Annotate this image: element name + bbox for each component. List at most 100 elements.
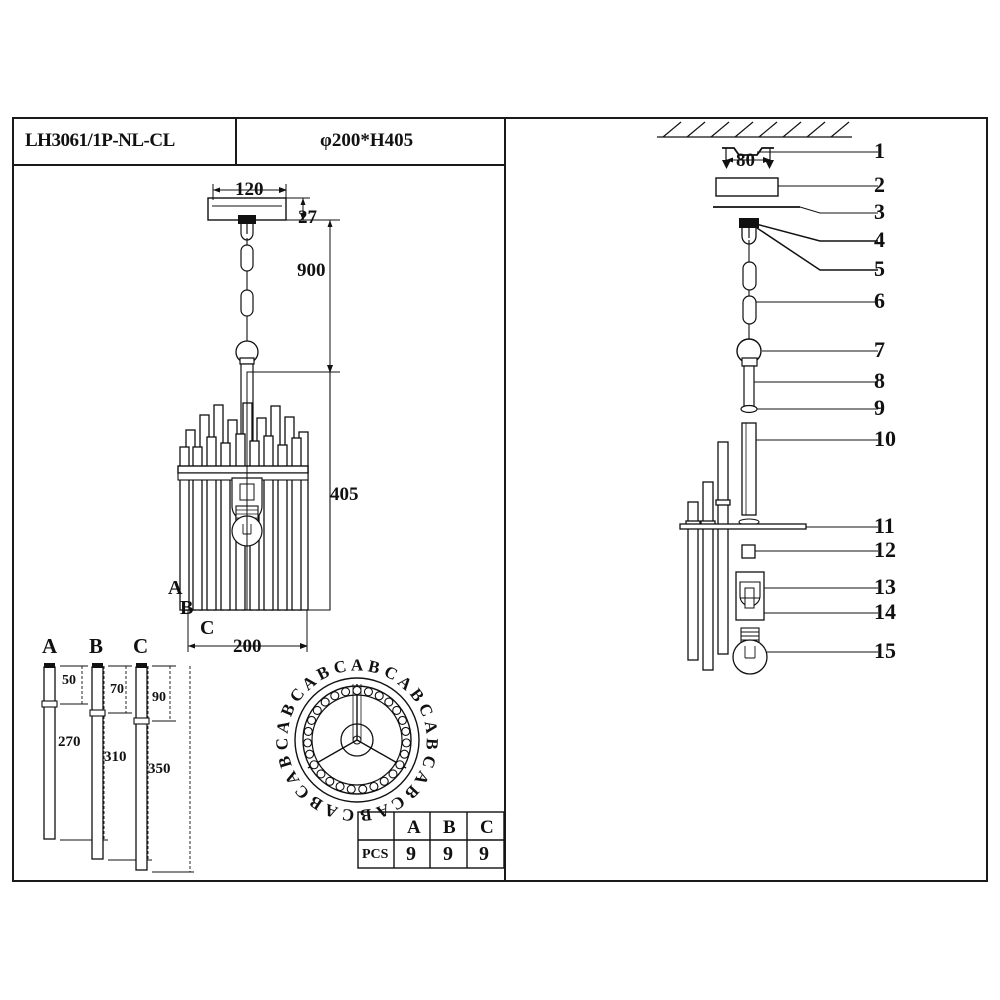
callout-6: 6 <box>874 288 885 313</box>
ring-hole <box>397 715 408 725</box>
callout-11: 11 <box>874 513 895 538</box>
title-block <box>13 118 506 881</box>
pcs-count-a: 9 <box>406 843 416 865</box>
rod-c-top-dim: 90 <box>152 690 166 705</box>
crossbar <box>679 518 878 530</box>
callout-7: 7 <box>874 337 885 362</box>
ring-letter: C <box>272 737 292 752</box>
dimension-body-height <box>246 371 331 611</box>
dimension-chain-drop <box>286 219 340 373</box>
ring-hole <box>306 715 317 725</box>
pcs-table <box>357 811 505 869</box>
pcs-row-header: PCS <box>362 847 389 862</box>
ring-hole <box>316 769 326 779</box>
ring-hole <box>303 738 313 748</box>
exploded-assembly-view <box>657 121 878 675</box>
dim-mount-spacing-label: 80 <box>736 150 755 171</box>
ring-hole <box>384 697 394 707</box>
callout-12: 12 <box>874 537 896 562</box>
main-rod-label-a: A <box>168 577 183 599</box>
ring-hole <box>399 749 409 759</box>
ceiling-hatch <box>657 121 852 138</box>
ring-hole <box>374 691 384 701</box>
ring-hole <box>369 781 379 792</box>
ring-hole <box>358 784 368 794</box>
callout-14: 14 <box>874 599 896 624</box>
pcs-count-c: 9 <box>479 843 489 865</box>
main-front-elevation <box>177 184 340 652</box>
suspension-loop <box>736 338 878 367</box>
chain-link-group <box>742 240 878 340</box>
chain-assembly <box>235 238 259 365</box>
ring-hole <box>303 726 313 736</box>
rod-detail-label-b: B <box>89 634 104 658</box>
ring-hole <box>312 705 322 715</box>
callout-9: 9 <box>874 395 885 420</box>
rod-detail-label-a: A <box>42 634 58 658</box>
product-dimensions: φ200*H405 <box>320 130 414 151</box>
light-bulb <box>732 627 878 675</box>
pcs-col-b: B <box>443 817 456 838</box>
ring-top-view <box>294 677 420 803</box>
rod-b-top-dim: 70 <box>110 682 124 697</box>
ring-letter: B <box>358 804 373 825</box>
model-code: LH3061/1P-NL-CL <box>25 130 175 151</box>
rod-a-total-dim: 270 <box>58 734 81 750</box>
ring-hole <box>388 769 398 779</box>
dim-body-width-label: 200 <box>233 636 262 657</box>
chain-hook-assembly <box>739 218 878 271</box>
exploded-crystal-rods <box>685 441 731 671</box>
rod-a-top-dim: 50 <box>62 673 76 688</box>
ring-hole <box>309 760 319 770</box>
canopy-hook <box>240 224 254 241</box>
support-rod <box>743 365 878 407</box>
ring-hole <box>330 691 340 701</box>
rod-b-total-dim: 310 <box>104 749 127 765</box>
ring-hole <box>320 697 330 707</box>
ring-hole <box>392 705 402 715</box>
canopy-cover <box>715 177 878 197</box>
ring-hole <box>305 749 315 759</box>
ring-letter: B <box>422 738 442 751</box>
callout-4: 4 <box>874 227 885 252</box>
callout-15: 15 <box>874 638 896 663</box>
rod-c-total-dim: 350 <box>148 761 171 777</box>
socket-housing <box>735 571 878 621</box>
ring-hole <box>363 687 373 697</box>
pcs-col-a: A <box>407 817 421 838</box>
sheet-border <box>12 117 988 882</box>
callout-1: 1 <box>874 138 885 163</box>
ring-letter: C <box>341 804 356 825</box>
ring-hole <box>401 726 411 736</box>
dimension-canopy-width <box>212 184 287 200</box>
rod-detail-c <box>133 663 194 873</box>
dim-chain-drop-label: 900 <box>297 260 326 281</box>
pcs-count-b: 9 <box>443 843 453 865</box>
ring-letter: A <box>350 655 364 675</box>
pcs-col-c: C <box>480 817 494 838</box>
callout-8: 8 <box>874 368 885 393</box>
rod-detail-b <box>89 663 152 861</box>
ring-hole <box>379 776 389 786</box>
main-rod-label-c: C <box>200 617 215 639</box>
spacer-block <box>741 544 878 559</box>
ring-hole <box>395 760 405 770</box>
dim-canopy-height-label: 27 <box>298 207 317 228</box>
dimension-body-width <box>187 610 308 652</box>
ring-hole <box>401 738 411 748</box>
callout-13: 13 <box>874 574 896 599</box>
center-tube <box>741 422 878 516</box>
ring-hole <box>352 685 362 696</box>
ring-hole <box>341 687 351 697</box>
canopy-plate <box>713 206 878 214</box>
callout-2: 2 <box>874 172 885 197</box>
callout-5: 5 <box>874 256 885 281</box>
rod-detail-label-c: C <box>133 634 149 658</box>
callout-10: 10 <box>874 426 896 451</box>
rod-detail-views <box>41 663 194 873</box>
ring-hole <box>335 781 345 792</box>
dim-canopy-width-label: 120 <box>235 179 264 200</box>
washer <box>740 404 878 414</box>
